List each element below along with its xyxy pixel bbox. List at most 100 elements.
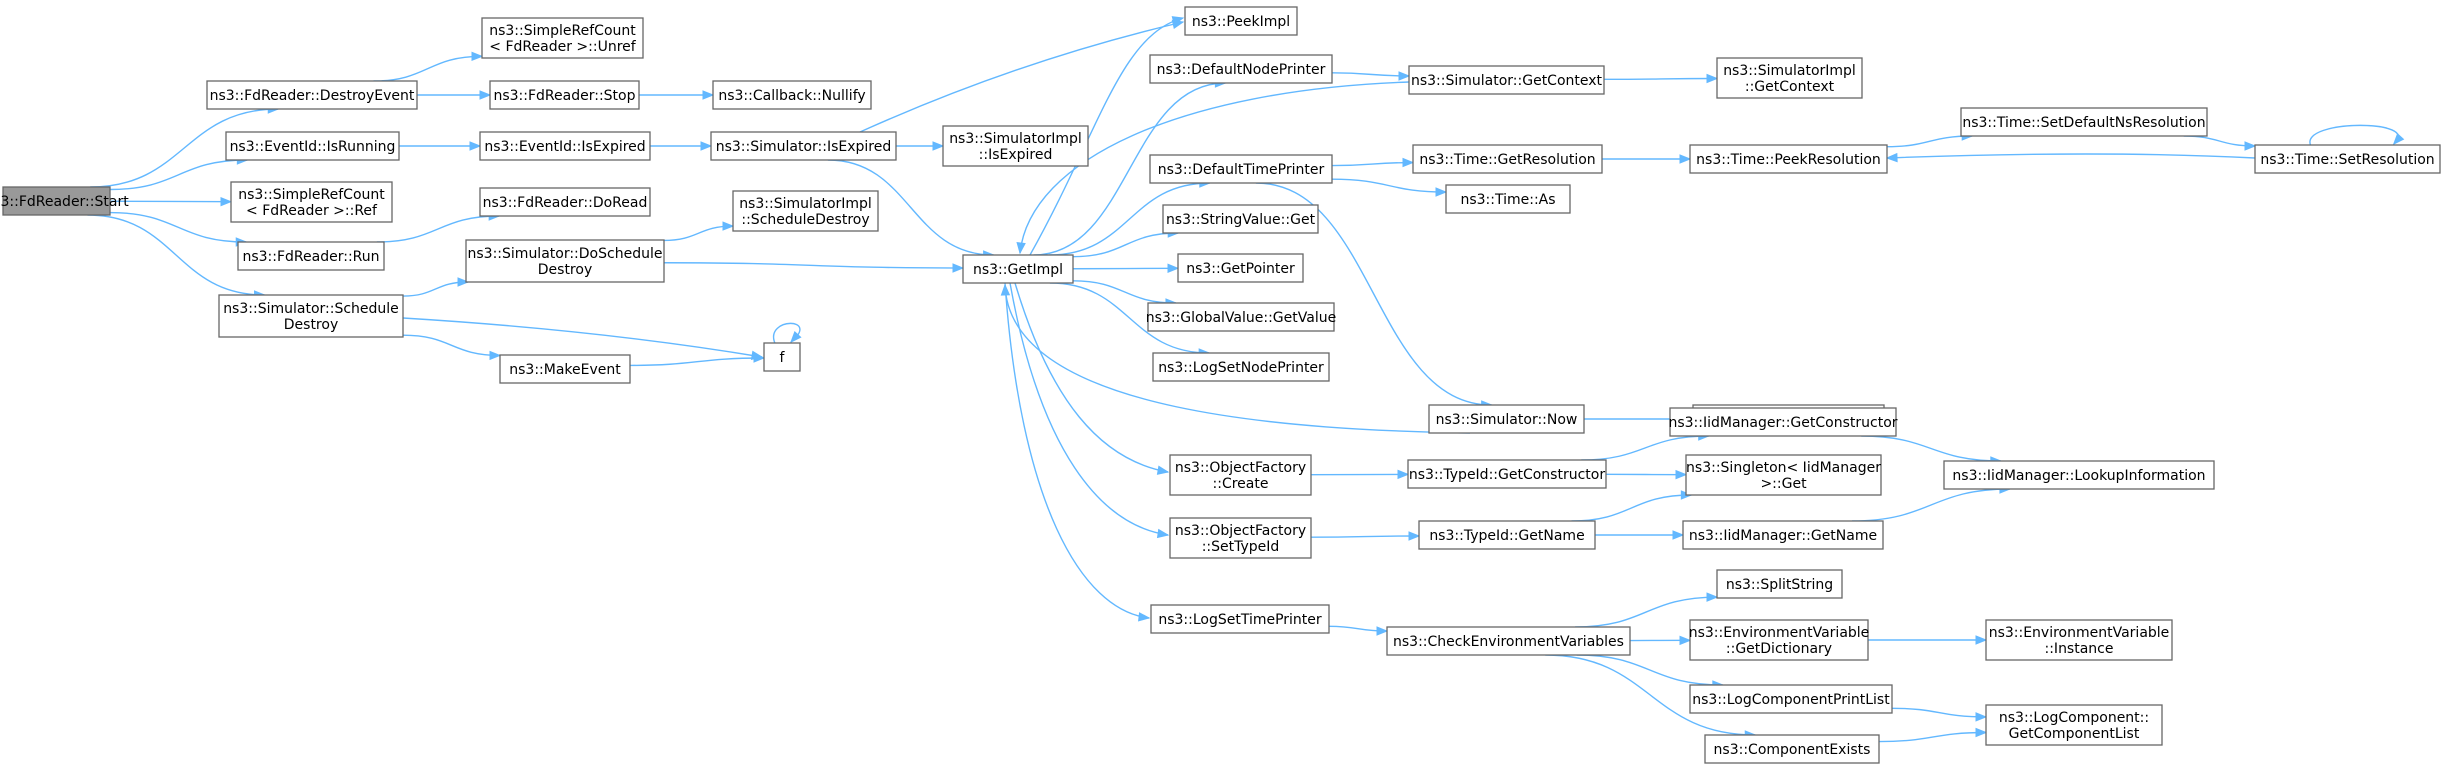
node-defTimePrinter[interactable]: ns3::DefaultTimePrinter (1149, 154, 1333, 184)
node-destroyEvent[interactable]: ns3::FdReader::DestroyEvent (206, 80, 418, 110)
node-logCompPrint[interactable]: ns3::LogComponentPrintList (1689, 684, 1893, 714)
node-box[interactable] (1407, 459, 1607, 489)
node-timeGetRes[interactable]: ns3::Time::GetResolution (1412, 144, 1603, 174)
node-box[interactable] (225, 131, 400, 161)
node-box[interactable] (1689, 684, 1893, 714)
node-box[interactable] (942, 125, 1089, 167)
node-implSchedDestroy[interactable]: ns3::SimulatorImpl::ScheduleDestroy (732, 190, 879, 232)
edge-isExpiredEv-to-simIsExpired (650, 141, 713, 151)
node-implIsExpired[interactable]: ns3::SimulatorImpl::IsExpired (942, 125, 1089, 167)
node-box[interactable] (1418, 520, 1596, 550)
node-envGetDict[interactable]: ns3::EnvironmentVariable::GetDictionary (1689, 619, 1870, 661)
node-box[interactable] (237, 241, 385, 271)
node-simGetContext[interactable]: ns3::Simulator::GetContext (1408, 65, 1605, 95)
node-logCompGetList[interactable]: ns3::LogComponent::GetComponentList (1985, 704, 2163, 746)
node-envInstance[interactable]: ns3::EnvironmentVariable::Instance (1985, 619, 2173, 661)
node-iidGetName[interactable]: ns3::IidManager::GetName (1682, 520, 1884, 550)
node-box[interactable] (465, 239, 665, 283)
node-box[interactable] (1716, 569, 1843, 599)
node-box[interactable] (1689, 144, 1888, 174)
node-srcUnref[interactable]: ns3::SimpleRefCount< FdReader >::Unref (481, 17, 644, 59)
node-box[interactable] (479, 187, 651, 217)
node-box[interactable] (2, 186, 111, 216)
node-box[interactable] (1445, 184, 1571, 214)
node-box[interactable] (1149, 54, 1333, 84)
node-box[interactable] (2254, 144, 2441, 174)
node-box[interactable] (1943, 460, 2215, 490)
node-implGetContext[interactable]: ns3::SimulatorImpl::GetContext (1716, 57, 1863, 99)
node-box[interactable] (763, 342, 801, 372)
node-getPointer[interactable]: ns3::GetPointer (1177, 253, 1304, 283)
node-box[interactable] (1152, 352, 1330, 382)
node-singletonGet[interactable]: ns3::Singleton< IidManager>::Get (1685, 454, 1882, 496)
node-simIsExpired[interactable]: ns3::Simulator::IsExpired (710, 131, 897, 161)
node-schedDestroy[interactable]: ns3::Simulator::ScheduleDestroy (218, 294, 404, 338)
node-gvGetValue[interactable]: ns3::GlobalValue::GetValue (1146, 302, 1336, 332)
node-ofSetTypeId[interactable]: ns3::ObjectFactory::SetTypeId (1169, 517, 1312, 559)
node-simNow[interactable]: ns3::Simulator::Now (1428, 404, 1585, 434)
node-tidGetName[interactable]: ns3::TypeId::GetName (1418, 520, 1596, 550)
node-splitString[interactable]: ns3::SplitString (1716, 569, 1843, 599)
node-iidGetCtor[interactable]: ns3::IidManager::GetConstructor (1668, 407, 1898, 437)
node-logSetNodePrinter[interactable]: ns3::LogSetNodePrinter (1152, 352, 1330, 382)
node-f[interactable]: f (763, 342, 801, 372)
node-box[interactable] (1408, 65, 1605, 95)
node-box[interactable] (481, 17, 644, 59)
node-box[interactable] (1704, 734, 1880, 764)
node-timeSetRes[interactable]: ns3::Time::SetResolution (2254, 144, 2441, 174)
node-box[interactable] (1985, 704, 2163, 746)
node-tidGetCtor[interactable]: ns3::TypeId::GetConstructor (1407, 459, 1607, 489)
node-srcRef[interactable]: ns3::SimpleRefCount< FdReader >::Ref (230, 181, 393, 223)
node-timeAs[interactable]: ns3::Time::As (1445, 184, 1571, 214)
node-box[interactable] (1169, 454, 1312, 496)
node-defNodePrinter[interactable]: ns3::DefaultNodePrinter (1149, 54, 1333, 84)
node-peekImpl[interactable]: ns3::PeekImpl (1184, 6, 1298, 36)
node-logSetTimePrinter[interactable]: ns3::LogSetTimePrinter (1150, 604, 1330, 634)
node-box[interactable] (962, 254, 1074, 284)
node-strValueGet[interactable]: ns3::StringValue::Get (1162, 204, 1319, 234)
node-checkEnv[interactable]: ns3::CheckEnvironmentVariables (1386, 626, 1631, 656)
node-box[interactable] (206, 80, 418, 110)
node-fdStart[interactable]: ns3::FdReader::Start (0, 186, 129, 216)
node-doRead[interactable]: ns3::FdReader::DoRead (479, 187, 651, 217)
node-box[interactable] (1428, 404, 1585, 434)
node-box[interactable] (1177, 253, 1304, 283)
node-box[interactable] (1985, 619, 2173, 661)
node-makeEvent[interactable]: ns3::MakeEvent (499, 354, 631, 384)
node-fdRun[interactable]: ns3::FdReader::Run (237, 241, 385, 271)
node-box[interactable] (1162, 204, 1319, 234)
node-getImpl[interactable]: ns3::GetImpl (962, 254, 1074, 284)
node-box[interactable] (1147, 302, 1335, 332)
node-box[interactable] (1685, 454, 1882, 496)
node-box[interactable] (1149, 154, 1333, 184)
node-nullify[interactable]: ns3::Callback::Nullify (712, 80, 872, 110)
node-box[interactable] (1169, 517, 1312, 559)
node-box[interactable] (499, 354, 631, 384)
node-box[interactable] (1412, 144, 1603, 174)
node-box[interactable] (732, 190, 879, 232)
node-box[interactable] (230, 181, 393, 223)
node-iidLookup[interactable]: ns3::IidManager::LookupInformation (1943, 460, 2215, 490)
node-box[interactable] (479, 131, 651, 161)
node-timeSetDefNs[interactable]: ns3::Time::SetDefaultNsResolution (1960, 107, 2208, 137)
node-isExpiredEv[interactable]: ns3::EventId::IsExpired (479, 131, 651, 161)
node-box[interactable] (1716, 57, 1863, 99)
node-box[interactable] (1682, 520, 1884, 550)
node-compExists[interactable]: ns3::ComponentExists (1704, 734, 1880, 764)
node-box[interactable] (1669, 407, 1897, 437)
node-box[interactable] (710, 131, 897, 161)
node-ofCreate[interactable]: ns3::ObjectFactory::Create (1169, 454, 1312, 496)
node-box[interactable] (218, 294, 404, 338)
node-box[interactable] (1386, 626, 1631, 656)
node-timePeekRes[interactable]: ns3::Time::PeekResolution (1689, 144, 1888, 174)
node-box[interactable] (1150, 604, 1330, 634)
node-fdStop[interactable]: ns3::FdReader::Stop (489, 80, 640, 110)
node-box[interactable] (1960, 107, 2208, 137)
edge-arrowhead (1679, 635, 1692, 646)
node-box[interactable] (712, 80, 872, 110)
node-box[interactable] (1184, 6, 1298, 36)
node-isRunning[interactable]: ns3::EventId::IsRunning (225, 131, 400, 161)
node-box[interactable] (1689, 619, 1869, 661)
node-box[interactable] (489, 80, 640, 110)
